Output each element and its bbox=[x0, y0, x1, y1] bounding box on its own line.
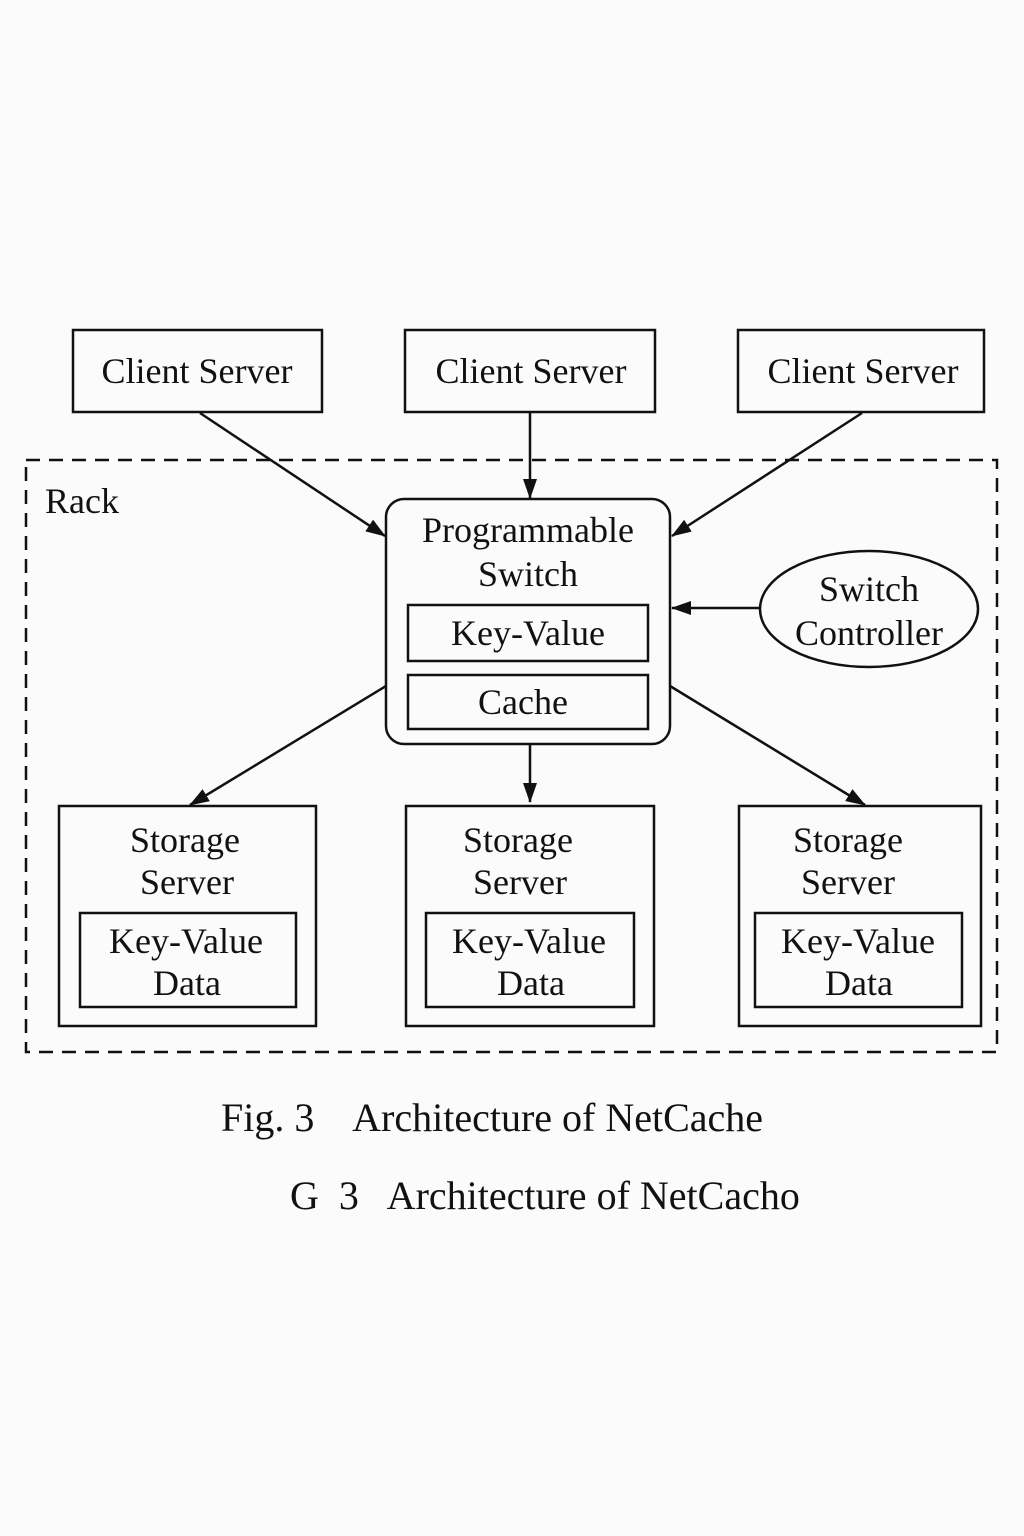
switch-title-line1: Programmable bbox=[422, 510, 634, 550]
storage-server-1[interactable]: Storage Server Key-Value Data bbox=[57, 804, 318, 1028]
programmable-switch[interactable]: Programmable Switch Key-Value Cache bbox=[384, 497, 672, 746]
figure-caption: Fig. 3 Architecture of NetCache bbox=[221, 1095, 764, 1140]
storage-label-line2: Server bbox=[473, 862, 567, 902]
client-server-box[interactable] bbox=[736, 328, 986, 414]
storage-server-2[interactable]: Storage Server Key-Value Data bbox=[404, 804, 656, 1028]
client-server-1[interactable]: Client Server bbox=[71, 328, 324, 414]
controller-label-line2: Controller bbox=[795, 613, 943, 653]
figure-caption-secondary: G 3 Architecture of NetCacho bbox=[290, 1173, 800, 1218]
client-server-2[interactable]: Client Server bbox=[403, 328, 657, 414]
switch-cache-label: Cache bbox=[478, 682, 568, 722]
edge-client1-to-switch bbox=[199, 411, 386, 538]
client-server-label: Client Server bbox=[768, 351, 959, 391]
edge-client3-to-switch bbox=[671, 411, 863, 538]
client-server-box[interactable] bbox=[403, 328, 657, 414]
rack-boundary: Rack bbox=[24, 458, 999, 1054]
storage-label-line1: Storage bbox=[463, 820, 573, 860]
rack-label: Rack bbox=[45, 481, 119, 521]
kv-data-line2: Data bbox=[153, 963, 221, 1003]
storage-label-line1: Storage bbox=[130, 820, 240, 860]
client-server-label: Client Server bbox=[102, 351, 293, 391]
kv-data-line1: Key-Value bbox=[109, 921, 263, 961]
storage-label-line2: Server bbox=[801, 862, 895, 902]
switch-keyvalue-label: Key-Value bbox=[451, 613, 605, 653]
switch-cache-module[interactable] bbox=[406, 673, 650, 731]
kv-data-box[interactable] bbox=[424, 911, 636, 1009]
client-server-3[interactable]: Client Server bbox=[736, 328, 986, 414]
storage-label-line1: Storage bbox=[793, 820, 903, 860]
rack-dashed-border bbox=[24, 458, 999, 1054]
client-server-label: Client Server bbox=[436, 351, 627, 391]
kv-data-box[interactable] bbox=[78, 911, 298, 1009]
kv-data-line1: Key-Value bbox=[452, 921, 606, 961]
switch-controller[interactable]: Switch Controller bbox=[758, 549, 980, 669]
kv-data-box[interactable] bbox=[753, 911, 964, 1009]
switch-title-line2: Switch bbox=[478, 554, 578, 594]
kv-data-line2: Data bbox=[825, 963, 893, 1003]
storage-server-3[interactable]: Storage Server Key-Value Data bbox=[737, 804, 983, 1028]
controller-label-line1: Switch bbox=[819, 569, 919, 609]
kv-data-line2: Data bbox=[497, 963, 565, 1003]
kv-data-line1: Key-Value bbox=[781, 921, 935, 961]
switch-keyvalue-module[interactable] bbox=[406, 603, 650, 663]
client-server-box[interactable] bbox=[71, 328, 324, 414]
edge-switch-to-storage1 bbox=[189, 684, 387, 807]
storage-label-line2: Server bbox=[140, 862, 234, 902]
edge-switch-to-storage3 bbox=[669, 684, 866, 807]
